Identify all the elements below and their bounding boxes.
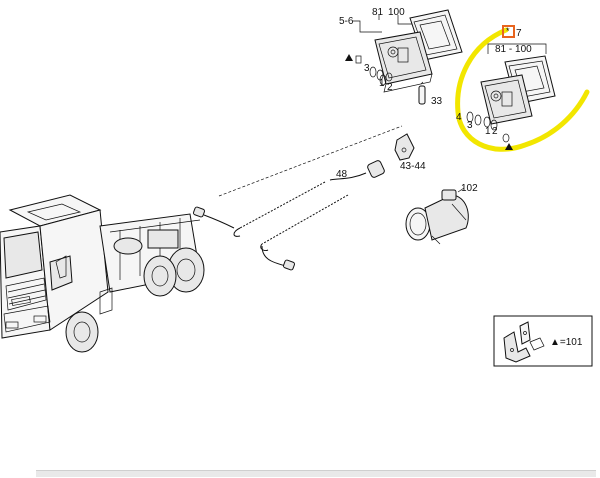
- bulb-33: 33: [418, 81, 443, 107]
- label-1-right: 1: [485, 126, 491, 137]
- label-81-100-right: 81 - 100: [495, 44, 532, 55]
- coiled-cable-48: 48: [192, 160, 385, 271]
- right-tail-lamp-assembly: * 7 81 - 100 4 3 1 2: [455, 25, 590, 152]
- top-screws: [345, 54, 393, 86]
- label-3-top: 3: [364, 63, 370, 74]
- label-inset-101: ▲=101: [550, 337, 583, 348]
- label-102: 102: [461, 183, 478, 194]
- highlight-stroke: [455, 27, 590, 152]
- truck-tractor: [0, 194, 205, 353]
- triangle-marker-icon: [505, 143, 513, 150]
- label-2-top: 2: [387, 82, 393, 93]
- label-100-top: 100: [388, 7, 405, 18]
- marker-star: *: [506, 26, 510, 36]
- label-3-right: 3: [467, 120, 473, 131]
- label-48: 48: [336, 169, 348, 180]
- label-1-top: 1: [379, 78, 385, 89]
- label-43-44: 43-44: [400, 161, 426, 172]
- bottom-divider: [36, 470, 596, 477]
- label-81-top: 81: [372, 7, 384, 18]
- label-4-right: 4: [456, 112, 462, 123]
- bracket-101-icon: [503, 321, 545, 363]
- top-tail-lamp-assembly: 5-6 81 100 3 1 2: [339, 7, 463, 93]
- selection-marker: [502, 25, 515, 38]
- label-33: 33: [431, 96, 443, 107]
- right-lamp-body: [480, 74, 533, 125]
- bracket-43-44: 43-44: [394, 133, 426, 172]
- triangle-marker-icon: [345, 54, 353, 61]
- inset-box-101: ▲=101: [493, 315, 593, 367]
- right-screws: [466, 111, 513, 150]
- trailer-socket-102: 102: [405, 183, 478, 245]
- label-7: 7: [516, 28, 522, 39]
- leader-line: [218, 125, 403, 197]
- label-2-right: 2: [492, 126, 498, 137]
- top-lamp-body: [374, 31, 433, 93]
- label-5-6: 5-6: [339, 16, 354, 27]
